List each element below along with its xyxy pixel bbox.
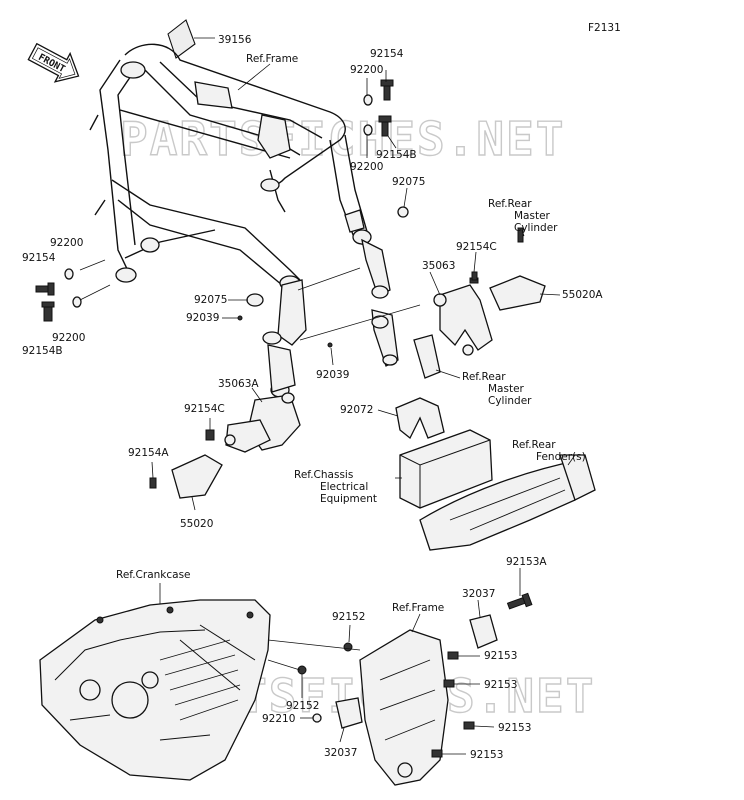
label-92200-top: 92200 bbox=[350, 64, 383, 76]
bolt-92154B-top bbox=[378, 115, 392, 137]
guard-55020A bbox=[489, 275, 546, 311]
bolt-92153-3 bbox=[463, 721, 475, 730]
bolt-92154A bbox=[149, 477, 157, 489]
crankcase bbox=[39, 599, 271, 781]
label-92200-left2: 92200 bbox=[52, 332, 85, 344]
guard-55020 bbox=[171, 454, 223, 499]
label-92154-top: 92154 bbox=[370, 48, 404, 60]
spacer-92075-top bbox=[397, 206, 409, 218]
label-92200-top2: 92200 bbox=[350, 161, 383, 173]
label-92039-low: 92039 bbox=[316, 369, 349, 381]
bolt-92154-top bbox=[380, 79, 394, 101]
leader-lines bbox=[151, 63, 576, 755]
label-92154C-right: 92154C bbox=[456, 241, 497, 253]
label-92210: 92210 bbox=[262, 713, 295, 725]
label-cylinder-2: Cylinder bbox=[488, 395, 532, 407]
label-master-1: Master bbox=[514, 210, 551, 222]
label-92153A: 92153A bbox=[506, 556, 547, 568]
right-frame-bracket bbox=[361, 238, 399, 367]
label-ref-frame-top: Ref.Frame bbox=[246, 53, 298, 65]
label-92153-3: 92153 bbox=[498, 722, 531, 734]
label-92152-bottom: 92152 bbox=[286, 700, 319, 712]
main-frame bbox=[89, 43, 373, 291]
label-92072: 92072 bbox=[340, 404, 373, 416]
bracket-arm bbox=[224, 419, 271, 453]
label-92075-top: 92075 bbox=[392, 176, 425, 188]
bolt-92153A bbox=[506, 592, 533, 610]
label-92075-mid: 92075 bbox=[194, 294, 227, 306]
label-55020: 55020 bbox=[180, 518, 213, 530]
left-frame-bracket bbox=[262, 279, 307, 398]
label-ref-rear-fender: Ref.Rear bbox=[512, 439, 556, 451]
label-92039-mid: 92039 bbox=[186, 312, 219, 324]
battery-holder-92072 bbox=[395, 397, 445, 440]
sticker-39156 bbox=[167, 19, 215, 59]
part-labels: 39156 Ref.Frame 92154 92200 92154B 92200… bbox=[22, 34, 603, 761]
label-32037-bottom: 32037 bbox=[324, 747, 357, 759]
label-35063: 35063 bbox=[422, 260, 455, 272]
label-ref-rear-1: Ref.Rear bbox=[488, 198, 532, 210]
label-92153-4: 92153 bbox=[470, 749, 503, 761]
washer-92200-top2 bbox=[363, 124, 373, 136]
master-cylinder-lower bbox=[413, 334, 441, 379]
washer-92200-left bbox=[64, 268, 74, 280]
mount-plate-32037-bottom bbox=[335, 697, 363, 729]
master-cylinder-top bbox=[517, 227, 524, 243]
label-ref-crankcase: Ref.Crankcase bbox=[116, 569, 191, 581]
battery-box bbox=[399, 429, 493, 509]
label-equipment: Equipment bbox=[320, 493, 377, 505]
bracket-35063 bbox=[433, 284, 493, 356]
label-92154A: 92154A bbox=[128, 447, 169, 459]
bolt-92153-4 bbox=[431, 749, 443, 758]
bolt-92153-1 bbox=[447, 651, 459, 660]
label-ref-chassis: Ref.Chassis bbox=[294, 469, 353, 481]
label-ref-rear-2: Ref.Rear bbox=[462, 371, 506, 383]
label-electrical: Electrical bbox=[320, 481, 368, 493]
label-92153-2: 92153 bbox=[484, 679, 517, 691]
mount-plate-32037-top bbox=[469, 614, 498, 649]
bolt-92154-left bbox=[35, 282, 55, 296]
bolt-92154C-right bbox=[469, 271, 479, 284]
label-92200-left: 92200 bbox=[50, 237, 83, 249]
bolt-92154B-left bbox=[41, 301, 55, 322]
label-92154-left: 92154 bbox=[22, 252, 56, 264]
label-master-2: Master bbox=[488, 383, 525, 395]
label-fenders: Fender(s) bbox=[536, 451, 586, 463]
label-92153-1: 92153 bbox=[484, 650, 517, 662]
label-ref-frame-bottom: Ref.Frame bbox=[392, 602, 444, 614]
lower-frame-bracket bbox=[359, 629, 449, 786]
front-arrow-icon: FRONT bbox=[27, 42, 80, 83]
label-35063A: 35063A bbox=[218, 378, 259, 390]
washer-92200-left2 bbox=[72, 296, 82, 308]
label-32037-top: 32037 bbox=[462, 588, 495, 600]
washer-92210 bbox=[312, 713, 322, 723]
label-92154B-left: 92154B bbox=[22, 345, 63, 357]
label-92152-top: 92152 bbox=[332, 611, 365, 623]
alignment-lines bbox=[79, 259, 421, 671]
label-92154C-left: 92154C bbox=[184, 403, 225, 415]
label-55020A: 55020A bbox=[562, 289, 603, 301]
label-92154B-top: 92154B bbox=[376, 149, 417, 161]
spacer-92075-mid bbox=[246, 293, 264, 307]
washer-92200-top bbox=[363, 94, 373, 106]
figure-id: F2131 bbox=[588, 22, 621, 34]
pin-92039-mid bbox=[237, 315, 243, 321]
bolt-92154C-left bbox=[205, 429, 215, 441]
pin-92039-low bbox=[327, 342, 333, 348]
rear-fender bbox=[419, 454, 596, 551]
bolt-92153-2 bbox=[443, 679, 455, 688]
label-39156: 39156 bbox=[218, 34, 252, 46]
nut-92152-top bbox=[343, 642, 353, 652]
label-cylinder-1: Cylinder bbox=[514, 222, 558, 234]
